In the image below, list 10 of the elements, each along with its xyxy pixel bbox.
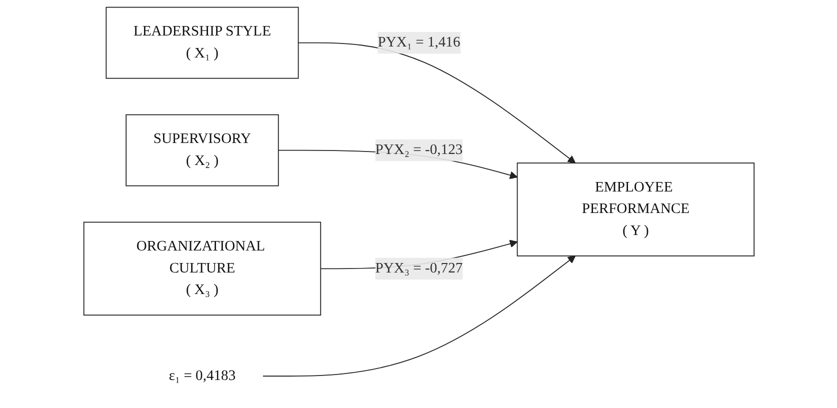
arrow (297, 42, 576, 164)
node-text: ε₁ = 0,4183 (168, 368, 236, 384)
node-box: ORGANIZATIONAL CULTURE ( X₃ ) (82, 222, 321, 316)
arrow (262, 256, 576, 377)
edge-label: PYX₂ = -0,123 (374, 142, 462, 158)
node-box: SUPERVISORY ( X₂ ) (125, 114, 278, 186)
edge-label: PYX₃ = -0,727 (374, 260, 462, 276)
node-box: LEADERSHIP STYLE ( X₁ ) (105, 6, 298, 79)
node-box: EMPLOYEE PERFORMANCE ( Y ) (516, 162, 754, 256)
edge-label: PYX₁ = 1,416 (377, 34, 460, 50)
